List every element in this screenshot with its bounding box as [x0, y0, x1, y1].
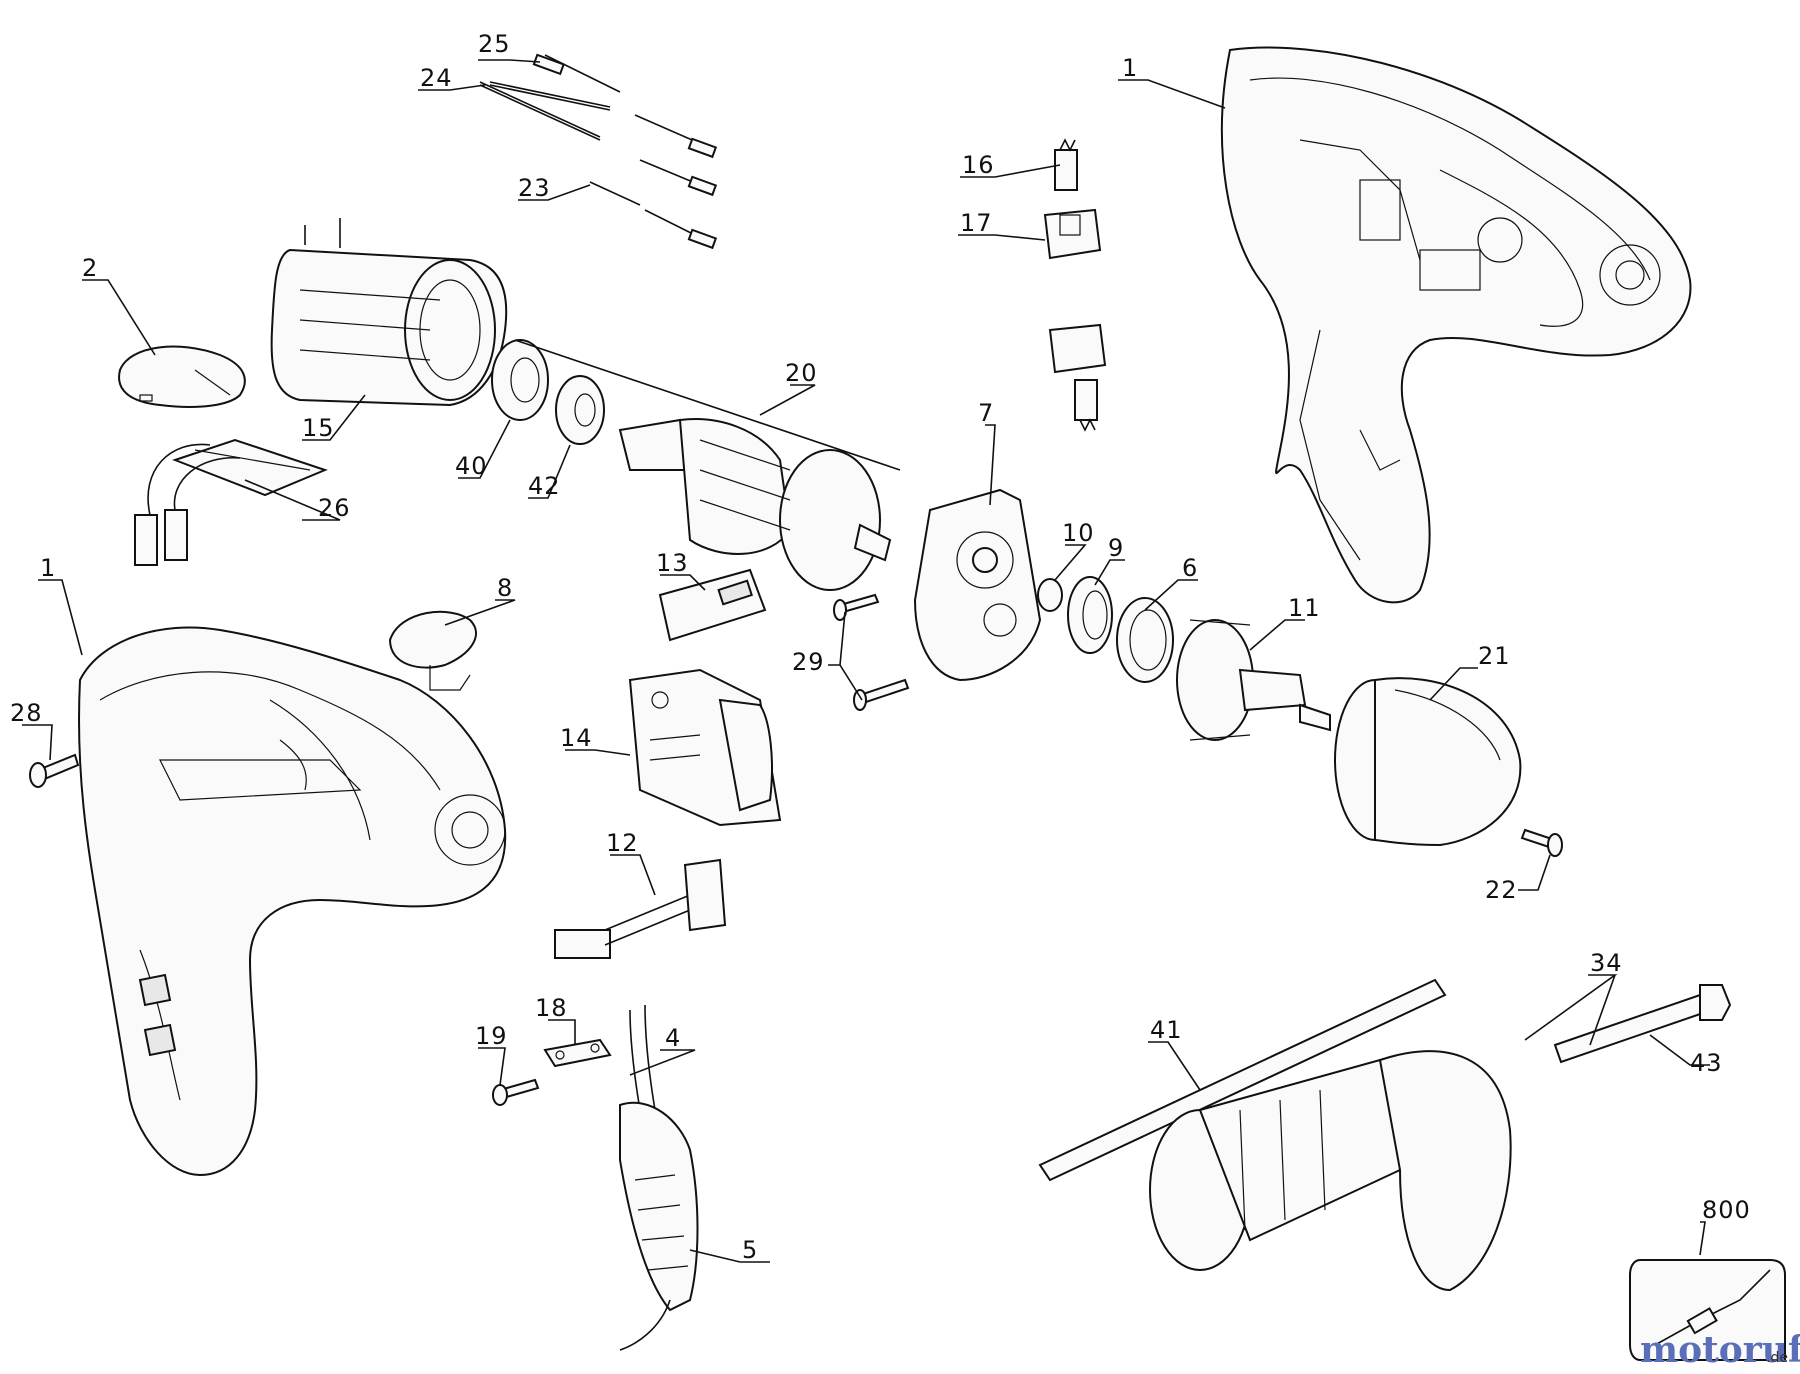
part-17-brush-holder — [1043, 208, 1102, 260]
part-29-pins — [833, 593, 910, 711]
part-40-bearing — [491, 339, 549, 421]
callout-2: 2 — [82, 254, 98, 282]
callout-10: 10 — [1062, 519, 1095, 547]
callout-25: 25 — [478, 30, 511, 58]
watermark-logo: motoruf .de — [1640, 1329, 1800, 1371]
part-15-stator — [270, 218, 508, 407]
part-43-bolt — [1553, 984, 1732, 1064]
part-20-armature — [514, 339, 901, 591]
callout-17: 17 — [960, 209, 993, 237]
part-16-brush — [1054, 138, 1078, 191]
callout-22: 22 — [1485, 876, 1518, 904]
part-26-pcb — [134, 438, 328, 566]
part-wires — [479, 53, 718, 250]
callout-28: 28 — [10, 699, 43, 727]
watermark-text: motoruf — [1640, 1329, 1800, 1371]
part-13 — [658, 568, 767, 642]
callout-labels: 1 1 2 4 5 6 7 8 9 10 11 12 13 14 15 16 1… — [10, 30, 1751, 1264]
part-housing-right — [1221, 46, 1692, 604]
part-800-kit — [1629, 1259, 1786, 1361]
callout-4: 4 — [665, 1024, 681, 1052]
callout-42: 42 — [528, 472, 561, 500]
callout-18: 18 — [535, 994, 568, 1022]
part-42-washer — [555, 375, 605, 445]
part-7-gear-plate — [913, 488, 1042, 682]
part-18-clamp — [543, 1038, 612, 1068]
callout-7: 7 — [978, 399, 994, 427]
part-22-screw — [1520, 828, 1563, 857]
callout-23: 23 — [518, 174, 551, 202]
part-28-screw — [29, 753, 80, 788]
callout-16: 16 — [962, 151, 995, 179]
callout-9: 9 — [1108, 534, 1124, 562]
part-19-screw — [492, 1078, 540, 1106]
callout-6: 6 — [1182, 554, 1198, 582]
callout-800: 800 — [1702, 1196, 1751, 1224]
callout-43: 43 — [1690, 1049, 1723, 1077]
part-34-side-handle — [1149, 1050, 1512, 1292]
part-2 — [118, 345, 246, 408]
part-41-rod — [1038, 978, 1447, 1182]
callout-13: 13 — [656, 549, 689, 577]
callout-1: 1 — [1122, 54, 1138, 82]
callout-11: 11 — [1288, 594, 1321, 622]
callout-19: 19 — [475, 1022, 508, 1050]
part-10-oring — [1037, 578, 1063, 612]
callout-26: 26 — [318, 494, 351, 522]
part-9-ring — [1067, 576, 1113, 654]
callout-34: 34 — [1590, 949, 1623, 977]
callout-5: 5 — [742, 1236, 758, 1264]
leader-lines — [22, 59, 1710, 1263]
part-11-gear — [1176, 619, 1331, 741]
part-14-switch — [628, 668, 782, 827]
part-8 — [388, 610, 477, 691]
part-21-chuck — [1334, 677, 1522, 847]
callout-29: 29 — [792, 648, 825, 676]
part-4-cord — [619, 1004, 699, 1312]
part-brush-set-2 — [1048, 323, 1107, 432]
callout-41: 41 — [1150, 1016, 1183, 1044]
part-12 — [554, 858, 727, 959]
callout-1b: 1 — [40, 554, 56, 582]
part-5-strain-relief — [619, 1174, 689, 1351]
callout-40: 40 — [455, 452, 488, 480]
callout-12: 12 — [606, 829, 639, 857]
part-housing-left — [78, 626, 507, 1177]
callout-21: 21 — [1478, 642, 1511, 670]
callout-14: 14 — [560, 724, 593, 752]
callout-15: 15 — [302, 414, 335, 442]
part-6-gasket — [1116, 597, 1174, 683]
callout-8: 8 — [497, 574, 513, 602]
callout-20: 20 — [785, 359, 818, 387]
watermark-suffix: .de — [1766, 1350, 1788, 1366]
callout-24: 24 — [420, 64, 453, 92]
